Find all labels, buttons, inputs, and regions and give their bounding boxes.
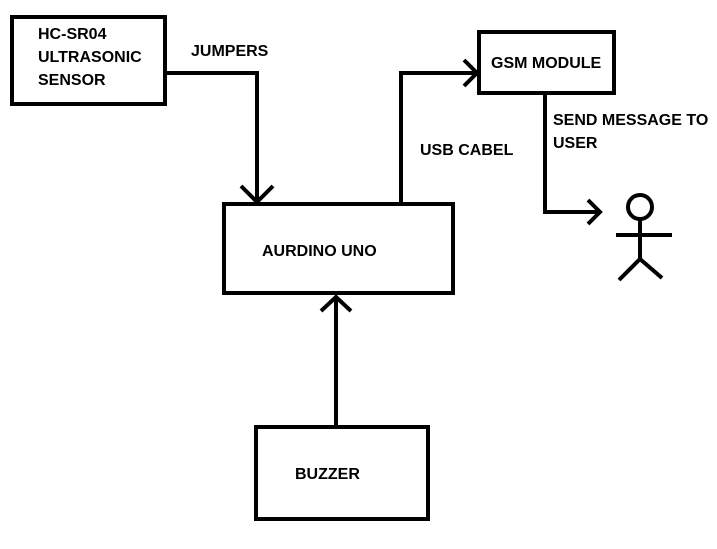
sensor-label-line-2: ULTRASONIC [38, 49, 142, 66]
arduino-label: AURDINO UNO [262, 243, 377, 260]
send-message-line-1: SEND MESSAGE TO [553, 112, 709, 129]
sensor-label-line-3: SENSOR [38, 72, 106, 89]
buzzer-block [254, 425, 430, 521]
stick-figure-user-icon [616, 193, 672, 282]
sensor-block [10, 15, 167, 106]
sensor-label-line-1: HC-SR04 [38, 26, 107, 43]
arduino-block [222, 202, 455, 295]
send-message-label: SEND MESSAGE TO USER [553, 109, 708, 155]
usb-connector [399, 71, 477, 204]
send-message-arrowhead [586, 198, 603, 226]
buzzer-arrowhead [319, 294, 353, 313]
buzzer-label: BUZZER [295, 466, 360, 483]
send-message-line-2: USER [553, 135, 598, 152]
usb-label: USB CABEL [420, 142, 514, 159]
jumpers-arrowhead [239, 184, 275, 205]
jumpers-label: JUMPERS [191, 43, 269, 60]
send-message-connector [543, 93, 600, 214]
gsm-label: GSM MODULE [491, 55, 602, 72]
sensor-label: HC-SR04 ULTRASONIC SENSOR [38, 23, 142, 92]
jumpers-connector [165, 71, 259, 202]
usb-arrowhead [462, 58, 480, 88]
